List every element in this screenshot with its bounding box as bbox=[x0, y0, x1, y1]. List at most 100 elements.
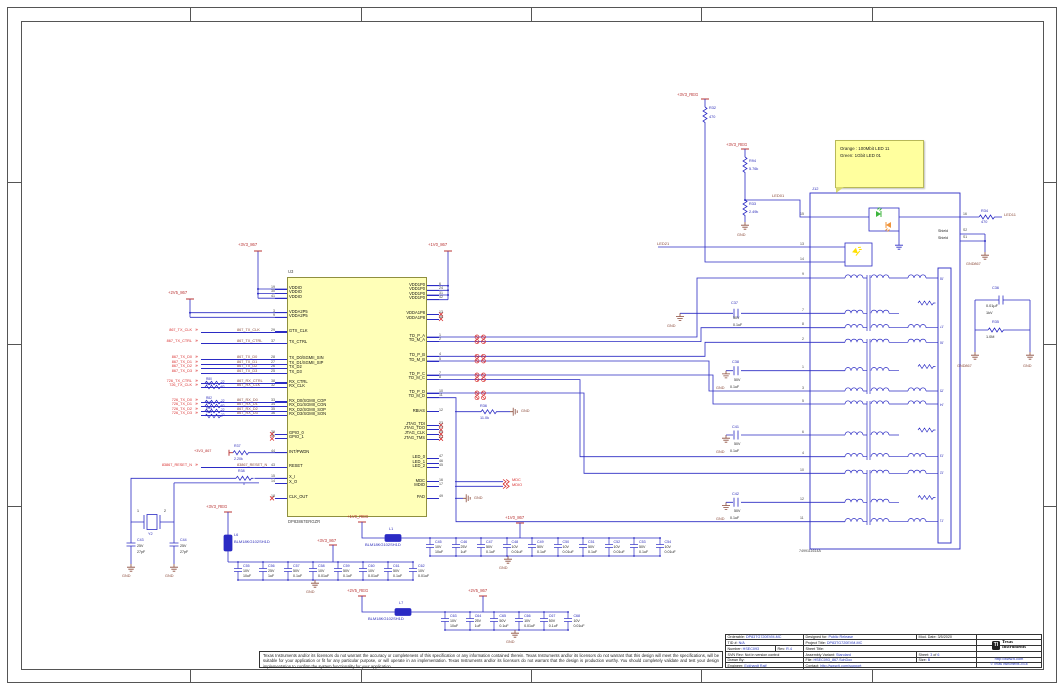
zone-col-label bbox=[532, 668, 703, 682]
r36-refdes: R36 bbox=[480, 403, 487, 408]
offpage-icon bbox=[192, 411, 201, 416]
c41-refdes: C41 bbox=[732, 424, 739, 429]
tb-drawn-by: Drawn By: bbox=[726, 657, 804, 663]
gnd-label-c38: GND bbox=[716, 385, 725, 390]
wires-txdata: 867_TX_D0867_TX_D0867_TX_D1867_TX_D1867_… bbox=[146, 355, 287, 375]
offpage-icon bbox=[192, 328, 201, 333]
l6-partnumber: BLM18KG102SH1D bbox=[234, 538, 270, 544]
j12-led-section bbox=[810, 207, 960, 267]
title-block: Orderable: DP83TG720EVM-MC Designed for:… bbox=[725, 633, 1042, 669]
td-wires bbox=[427, 277, 845, 523]
l6-refdes: L6 bbox=[234, 533, 239, 537]
zone-col-label bbox=[532, 7, 703, 21]
zone-col-label bbox=[191, 668, 362, 682]
offpage-icon bbox=[192, 463, 201, 468]
tb-contact: Contact: http://www.ti.com/support bbox=[805, 664, 862, 669]
j12-inner-pin: J7 bbox=[940, 324, 944, 329]
r38-value: 0 bbox=[243, 482, 245, 486]
mdio-net-label: MDIO bbox=[512, 482, 523, 487]
l7-refdes: L7 bbox=[399, 601, 404, 605]
r36-value: 11.0k bbox=[480, 415, 490, 420]
j12-pin: 9 bbox=[802, 272, 804, 277]
tb-tid: TID #: N/A bbox=[726, 640, 804, 645]
c43-value: 27pF bbox=[137, 550, 146, 554]
power-3v3-867-out: +3V3_867 bbox=[317, 537, 337, 543]
r32-value: 470 bbox=[709, 115, 716, 119]
jack-gnd-icon bbox=[894, 241, 904, 250]
r33-value: 2.49k bbox=[749, 210, 759, 214]
c44-value: 27pF bbox=[180, 550, 189, 554]
led-bias-wires bbox=[658, 99, 1002, 263]
testpoint-icons bbox=[474, 334, 486, 401]
note-line2: Green: 1Gbit LED 01 bbox=[840, 153, 882, 158]
j12-pin: 10 bbox=[800, 467, 804, 472]
ti-logo-icon: TI bbox=[992, 640, 1000, 650]
power-1v0-867: +1V0_867 bbox=[428, 242, 448, 247]
td-c-labels bbox=[496, 370, 542, 379]
tb-number: Number: HSEC093 bbox=[726, 646, 776, 651]
led-net-labels bbox=[496, 454, 542, 468]
r94-value: 5.76k bbox=[749, 167, 759, 171]
y2-pin1: 1 bbox=[137, 509, 139, 513]
offpage-icon bbox=[192, 369, 201, 374]
r34-value: 470 bbox=[981, 220, 988, 224]
c37-refdes: C37 bbox=[731, 301, 738, 305]
power-3v3-867-r37: +3V3_867 bbox=[194, 449, 212, 453]
offpage-icon bbox=[192, 383, 201, 388]
j12-pin: 5 bbox=[802, 398, 804, 403]
decoupling-rails bbox=[223, 512, 661, 631]
wires-rxctrl: 726_TX_CTRLR8022867_RX_CTRL726_TX_CLKR81… bbox=[146, 377, 287, 390]
r33-refdes: R33 bbox=[749, 202, 756, 206]
gnd-label-rbias: GND bbox=[521, 409, 530, 413]
gnd867-label-shield: GND867 bbox=[966, 262, 981, 266]
zone-row-label bbox=[1042, 345, 1056, 507]
tb-orderable: Orderable: DP83TG720EVM-MC bbox=[726, 634, 804, 640]
j12-inner-pin: J2 bbox=[940, 470, 944, 475]
c38-voltage: 50V bbox=[734, 378, 741, 382]
phy-ic-body bbox=[287, 277, 427, 517]
l1-partnumber: BLM18KG102SH1D bbox=[365, 541, 401, 547]
gnd-label-r1: GND bbox=[499, 566, 508, 570]
tb-variant: Assembly Variant: Standard bbox=[804, 651, 917, 657]
c43-refdes: C43 bbox=[137, 538, 144, 542]
tb-sheet-num: Sheet: 3 of 6 bbox=[918, 652, 940, 657]
tb-sheet-title: Sheet Title: bbox=[805, 646, 824, 651]
power-3v3-reg-r94: +3V3_REG bbox=[726, 141, 748, 147]
frame-inner bbox=[21, 21, 1044, 670]
gnd-icons-shield-rc bbox=[970, 351, 1035, 360]
r38-refdes: R38 bbox=[238, 469, 245, 474]
gnd-label-r2: GND bbox=[506, 640, 515, 644]
power-3v3-reg-l6: +3V3_REG bbox=[206, 504, 228, 509]
r37-value: 2.20k bbox=[234, 456, 243, 461]
j12-pin: 6 bbox=[802, 429, 804, 434]
j12-pin: 11 bbox=[800, 516, 804, 521]
j12-refdes: J12 bbox=[812, 185, 819, 191]
j12-inner-pin: J8 bbox=[940, 276, 944, 281]
